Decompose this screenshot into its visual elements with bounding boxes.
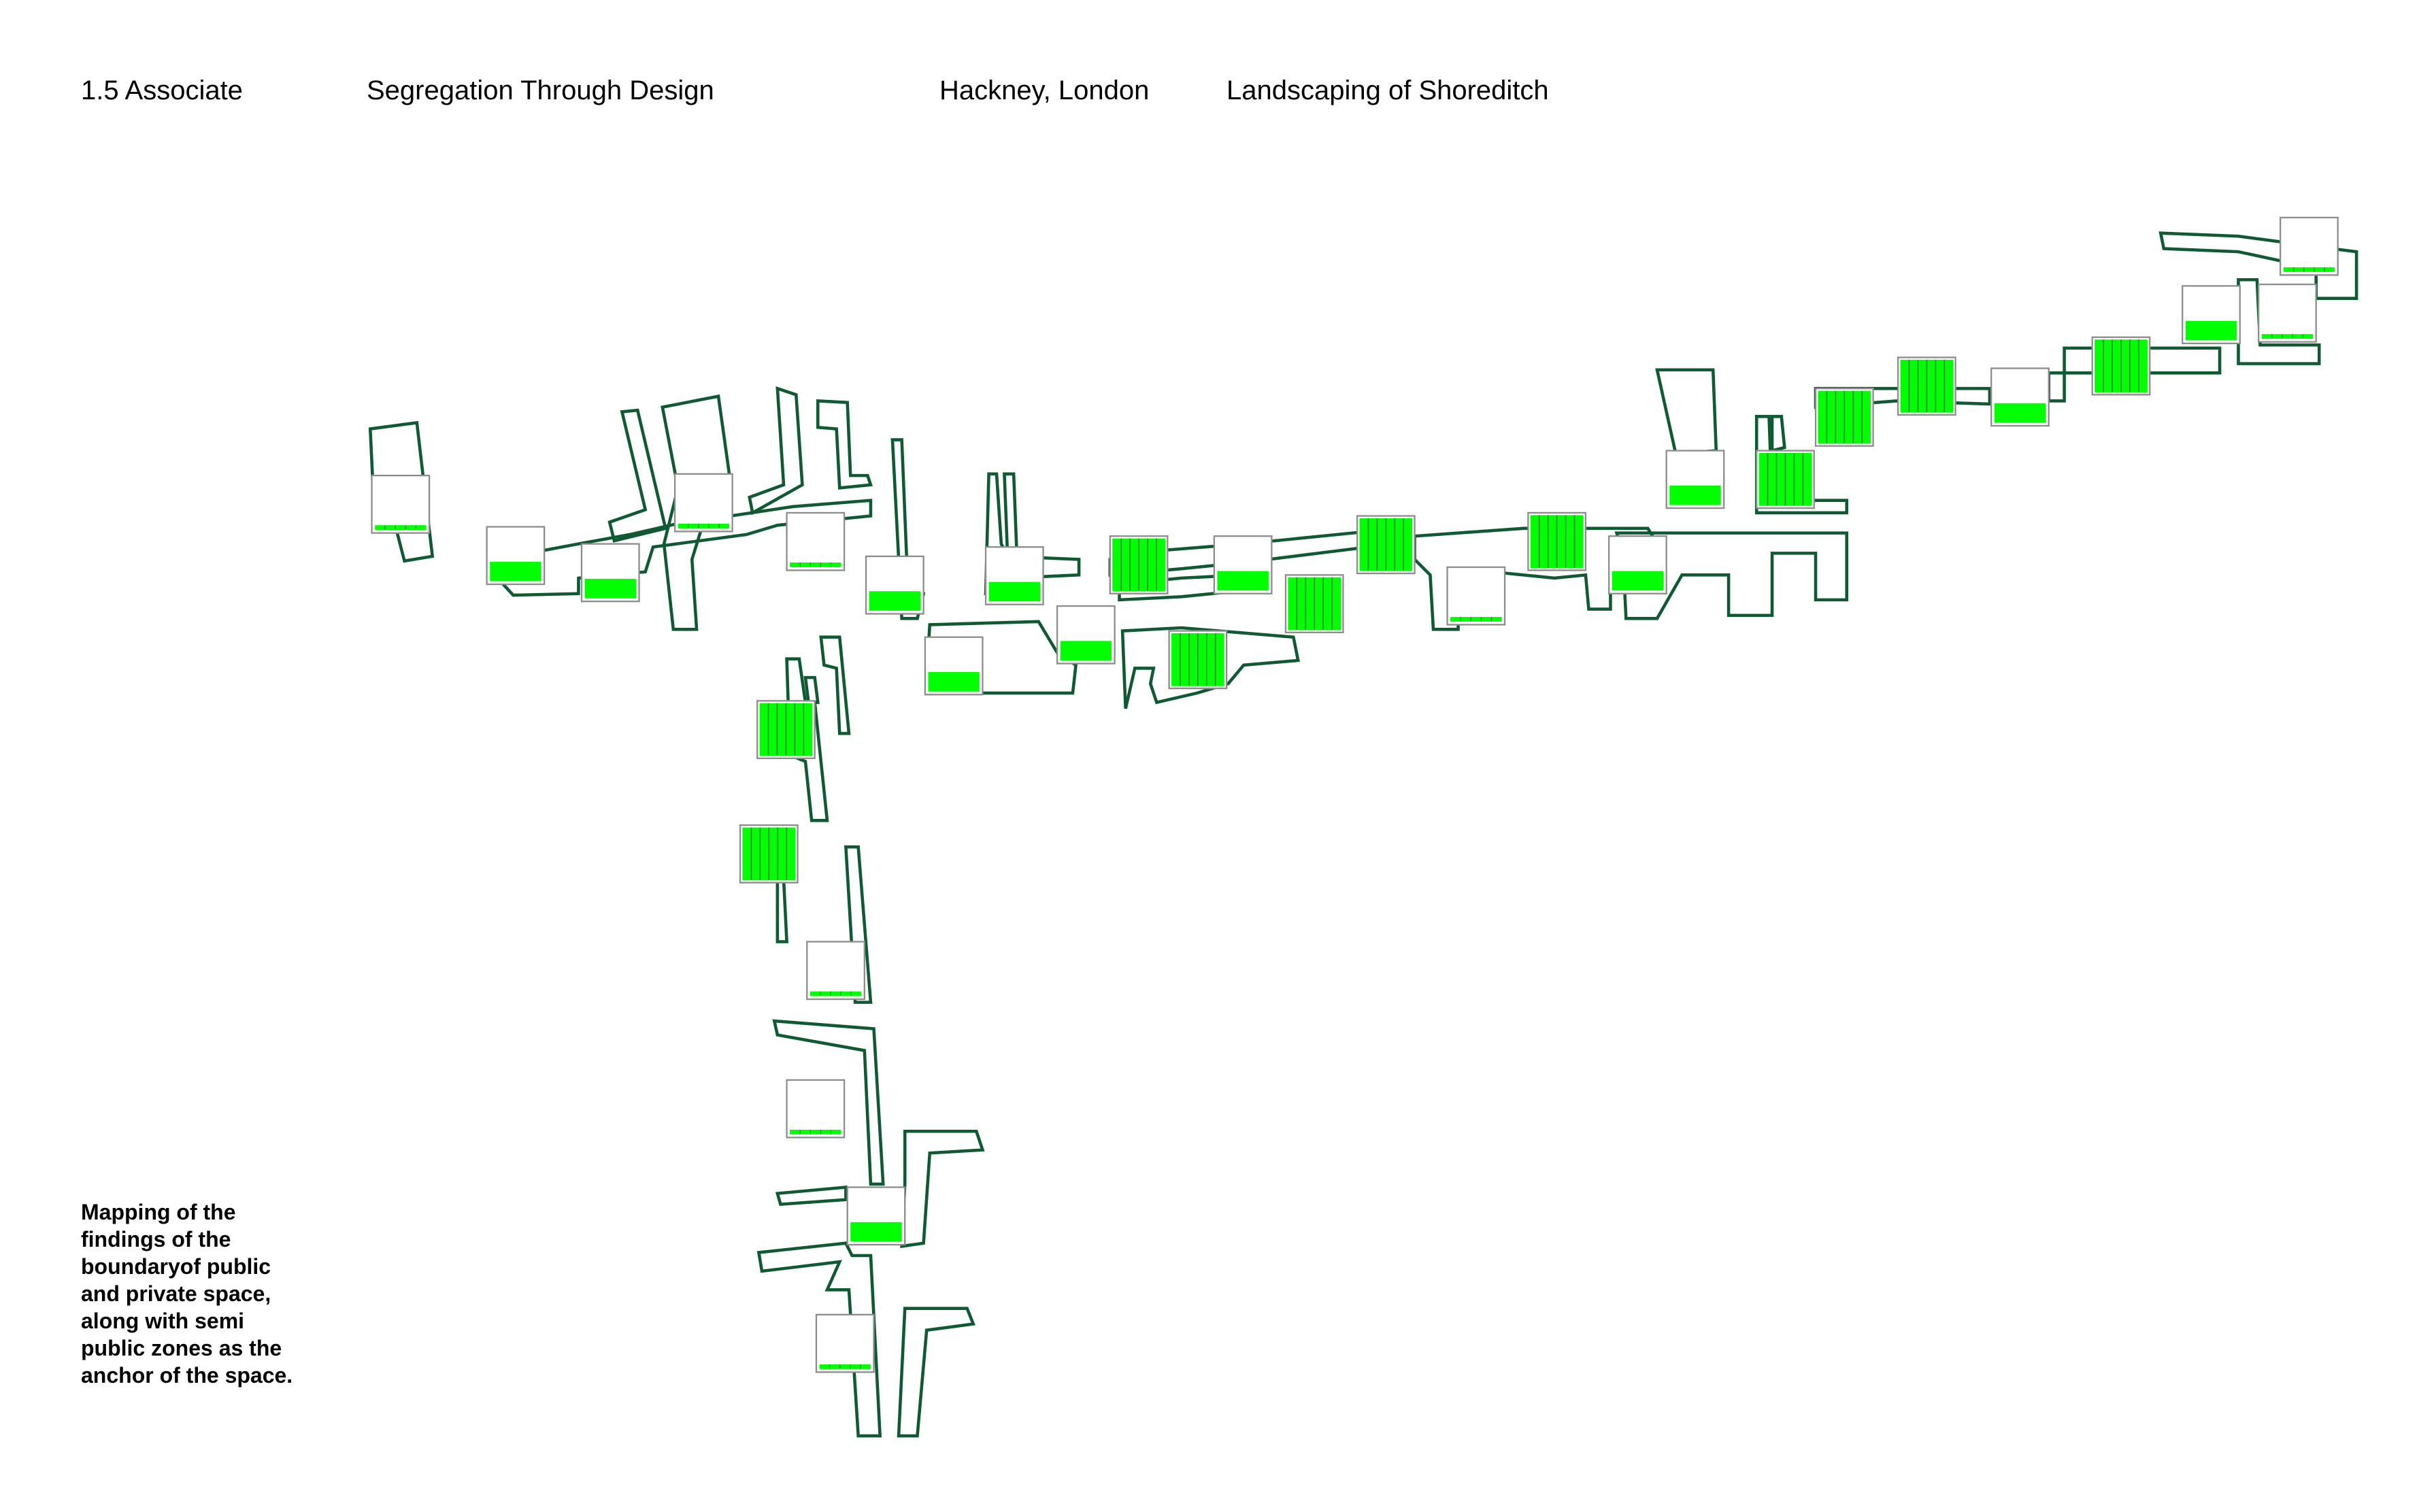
zone-card bbox=[673, 473, 733, 533]
boundary-path bbox=[2237, 278, 2321, 365]
boundary-outlines bbox=[368, 231, 2358, 1438]
header-location: Hackney, London bbox=[939, 75, 1150, 105]
zone-card bbox=[815, 1313, 875, 1373]
zone-card bbox=[984, 546, 1044, 605]
boundary-path bbox=[756, 1241, 882, 1438]
zone-card bbox=[486, 526, 546, 586]
header-section: 1.5 Associate bbox=[81, 75, 243, 105]
boundary-path bbox=[775, 877, 788, 943]
boundary-path bbox=[1655, 368, 1718, 456]
boundary-path bbox=[748, 386, 804, 516]
zone-card bbox=[806, 941, 865, 1001]
zone-card bbox=[1446, 566, 1506, 626]
boundary-path bbox=[897, 1307, 975, 1438]
boundary-path bbox=[803, 675, 820, 704]
boundary-path bbox=[775, 1185, 848, 1207]
semi-public-zone-card bbox=[1527, 511, 1587, 571]
zone-card bbox=[1990, 367, 2050, 427]
zone-card bbox=[786, 511, 846, 571]
semi-public-zone-card bbox=[739, 824, 799, 884]
zone-card bbox=[1056, 605, 1116, 665]
semi-public-zone-card bbox=[1356, 515, 1416, 575]
semi-public-zone-card bbox=[1284, 574, 1344, 634]
semi-public-zone-card bbox=[1109, 535, 1169, 594]
boundary-path bbox=[2158, 231, 2358, 300]
zone-card bbox=[846, 1186, 906, 1246]
zone-cards bbox=[371, 216, 2339, 1373]
zone-card bbox=[2280, 216, 2339, 276]
zone-card bbox=[2182, 285, 2241, 345]
semi-public-zone-card bbox=[756, 700, 816, 760]
semi-public-zone-card bbox=[1897, 356, 1956, 416]
semi-public-zone-card bbox=[1168, 630, 1228, 690]
zone-card bbox=[786, 1079, 846, 1139]
boundary-path bbox=[661, 394, 733, 631]
header-project: Segregation Through Design bbox=[367, 75, 714, 105]
zone-card bbox=[371, 474, 431, 534]
semi-public-zone-card bbox=[1756, 450, 1815, 509]
boundary-path bbox=[816, 399, 873, 490]
semi-public-zone-card bbox=[2091, 336, 2151, 396]
boundary-path bbox=[607, 408, 668, 543]
zone-card bbox=[1608, 535, 1667, 594]
boundary-path bbox=[1770, 415, 1786, 453]
zone-card bbox=[580, 543, 640, 603]
boundary-path bbox=[1120, 626, 1300, 709]
zone-card bbox=[2258, 283, 2317, 343]
boundary-path bbox=[493, 499, 873, 597]
boundary-path bbox=[1003, 472, 1019, 555]
map-caption: Mapping of the findings of the boundaryo… bbox=[81, 1200, 293, 1388]
boundary-path bbox=[1614, 531, 1849, 620]
zone-card bbox=[1665, 450, 1725, 509]
semi-public-zone-card bbox=[1814, 388, 1874, 447]
boundary-path bbox=[2047, 371, 2066, 403]
zone-card bbox=[924, 636, 984, 696]
boundary-path bbox=[772, 1019, 885, 1186]
boundary-path bbox=[819, 635, 851, 735]
boundary-path bbox=[1754, 415, 1849, 515]
zone-card bbox=[1213, 535, 1273, 594]
zone-card bbox=[865, 555, 924, 615]
header-subtitle: Landscaping of Shoreditch bbox=[1227, 75, 1549, 105]
boundary-path bbox=[900, 1129, 985, 1248]
